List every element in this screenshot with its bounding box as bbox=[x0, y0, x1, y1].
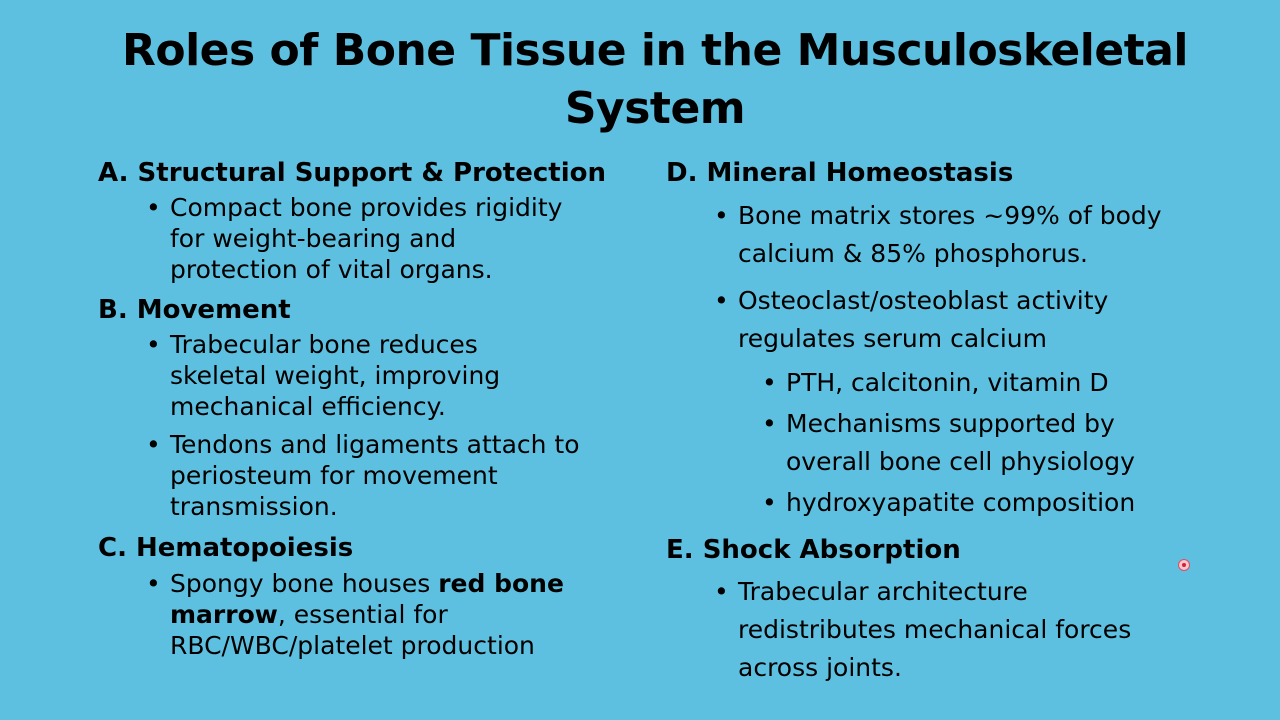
bullet-dot: • bbox=[714, 577, 729, 606]
bullet-line: Compact bone provides rigidity bbox=[170, 193, 563, 222]
bullet-line: protection of vital organs. bbox=[170, 255, 493, 284]
sub-bullet-d-1: • PTH, calcitonin, vitamin D bbox=[762, 364, 1109, 402]
slide-title: Roles of Bone Tissue in the Musculoskele… bbox=[80, 22, 1230, 138]
bullet-line: Osteoclast/osteoblast activity bbox=[738, 286, 1109, 315]
bullet-dot: • bbox=[146, 569, 161, 598]
bullet-line: RBC/WBC/platelet production bbox=[170, 631, 535, 660]
bullet-dot: • bbox=[714, 286, 729, 315]
bullet-b-1: • Trabecular bone reduces skeletal weigh… bbox=[146, 329, 501, 422]
bullet-line: across joints. bbox=[738, 653, 902, 682]
bullet-dot: • bbox=[762, 409, 777, 438]
bullet-d-1: • Bone matrix stores ~99% of body calciu… bbox=[714, 197, 1162, 273]
sub-bullet-d-3: • hydroxyapatite composition bbox=[762, 484, 1136, 522]
bullet-line: Trabecular architecture bbox=[738, 577, 1028, 606]
bullet-line: marrow, essential for bbox=[170, 599, 564, 630]
bullet-dot: • bbox=[146, 330, 161, 359]
section-heading-d: D. Mineral Homeostasis bbox=[666, 158, 1014, 188]
bullet-e-1: • Trabecular architecture redistributes … bbox=[714, 573, 1132, 687]
bullet-dot: • bbox=[146, 193, 161, 222]
bullet-dot: • bbox=[146, 430, 161, 459]
bullet-dot: • bbox=[762, 368, 777, 397]
bullet-line: skeletal weight, improving bbox=[170, 361, 501, 390]
bullet-line: Tendons and ligaments attach to bbox=[170, 430, 580, 459]
bullet-line: hydroxyapatite composition bbox=[786, 488, 1136, 517]
bullet-a-1: • Compact bone provides rigidity for wei… bbox=[146, 192, 563, 285]
bullet-line: Mechanisms supported by bbox=[786, 409, 1115, 438]
bullet-line: PTH, calcitonin, vitamin D bbox=[786, 368, 1109, 397]
bullet-line: transmission. bbox=[170, 492, 338, 521]
bullet-line: for weight-bearing and bbox=[170, 224, 457, 253]
bullet-dot: • bbox=[714, 201, 729, 230]
bullet-d-2: • Osteoclast/osteoblast activity regulat… bbox=[714, 282, 1109, 358]
bullet-line: redistributes mechanical forces bbox=[738, 615, 1132, 644]
sub-bullet-d-2: • Mechanisms supported by overall bone c… bbox=[762, 405, 1135, 481]
section-heading-a: A. Structural Support & Protection bbox=[98, 158, 606, 188]
section-heading-e: E. Shock Absorption bbox=[666, 535, 961, 565]
bullet-line: regulates serum calcium bbox=[738, 324, 1047, 353]
bullet-dot: • bbox=[762, 488, 777, 517]
bullet-text: Spongy bone houses bbox=[170, 569, 439, 598]
section-heading-c: C. Hematopoiesis bbox=[98, 533, 354, 563]
bullet-b-2: • Tendons and ligaments attach to perios… bbox=[146, 429, 580, 522]
pointer-cursor-icon bbox=[1178, 559, 1190, 571]
bullet-line: overall bone cell physiology bbox=[786, 447, 1135, 476]
bullet-c-1: • Spongy bone houses red bone marrow, es… bbox=[146, 568, 564, 661]
bullet-line: Bone matrix stores ~99% of body bbox=[738, 201, 1162, 230]
slide-title-line-1: Roles of Bone Tissue in the Musculoskele… bbox=[121, 25, 1189, 76]
bold-text: marrow bbox=[170, 600, 278, 629]
bullet-line: calcium & 85% phosphorus. bbox=[738, 239, 1088, 268]
bullet-line: mechanical efficiency. bbox=[170, 392, 446, 421]
bullet-line: periosteum for movement bbox=[170, 461, 498, 490]
bold-text: red bone bbox=[438, 569, 564, 598]
slide-title-line-2: System bbox=[564, 83, 746, 134]
bullet-text: , essential for bbox=[277, 600, 448, 629]
section-heading-b: B. Movement bbox=[98, 295, 291, 325]
bullet-line: Trabecular bone reduces bbox=[170, 330, 478, 359]
bullet-line: Spongy bone houses red bone bbox=[170, 568, 564, 599]
